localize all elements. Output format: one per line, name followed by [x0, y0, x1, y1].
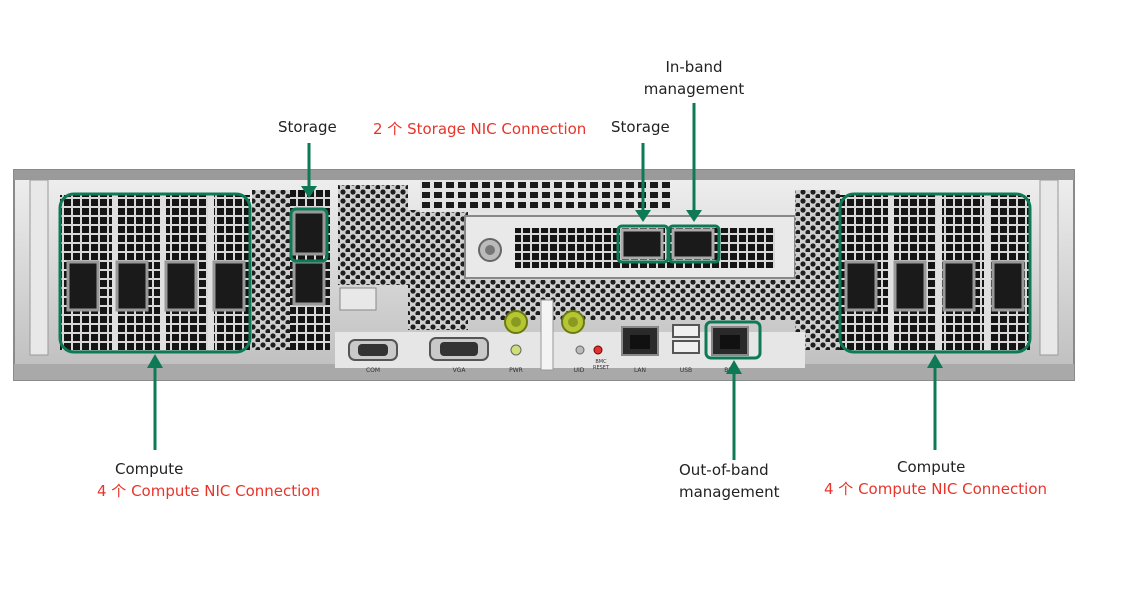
compute-port: [991, 260, 1025, 312]
com-port: [348, 339, 398, 361]
label-storage-right: Storage: [611, 118, 670, 136]
power-button: [504, 310, 528, 356]
inband-line2: management: [643, 80, 745, 98]
label-inband-management: In-band management: [640, 56, 748, 100]
arrow-compute-right: [927, 354, 943, 450]
compute-port: [942, 260, 976, 312]
port-label-lan: LAN: [634, 367, 646, 374]
oob-line1: Out-of-band: [679, 461, 769, 479]
highlight-oob: [704, 320, 762, 360]
arrows: [147, 103, 943, 460]
usb-ports: [672, 324, 700, 354]
label-out-of-band-management: Out-of-band management: [679, 459, 779, 503]
right-pcie-slots: [840, 195, 1030, 350]
label-storage-nic-connection: 2 个 Storage NIC Connection: [373, 120, 587, 138]
left-storage-slot: [290, 190, 330, 350]
port-label-pwr: PWR: [509, 367, 523, 374]
compute-port: [164, 260, 198, 312]
highlights: [58, 192, 1032, 360]
compute-port: [893, 260, 927, 312]
highlight-storage-left: [289, 207, 329, 263]
uid-button: [561, 310, 603, 355]
bmc-port: [711, 326, 749, 356]
highlight-compute-right: [838, 192, 1032, 354]
arrow-storage-left: [301, 143, 317, 198]
port-label-usb: USB: [680, 367, 692, 374]
label-compute-right-nic: 4 个 Compute NIC Connection: [824, 480, 1048, 498]
port-label-vga: VGA: [453, 367, 467, 374]
label-storage-left: Storage: [278, 118, 337, 136]
vent-hex-right: [795, 190, 840, 350]
label-compute-left-nic: 4 个 Compute NIC Connection: [97, 482, 321, 500]
highlight-compute-left: [58, 192, 252, 354]
vga-port: [429, 337, 489, 361]
compute-port: [212, 260, 246, 312]
lan-port: [621, 326, 659, 356]
inband-line1: In-band: [665, 58, 723, 76]
oob-line2: management: [679, 483, 780, 501]
vent-hex-center: [408, 210, 468, 330]
vent-hex-left: [252, 190, 292, 350]
vent-top-center: [420, 180, 670, 212]
arrow-storage-right: [635, 143, 651, 222]
compute-port: [115, 260, 149, 312]
compute-port: [844, 260, 878, 312]
port-label-uid: UID: [574, 367, 585, 374]
compute-port: [66, 260, 100, 312]
label-compute-left: Compute: [115, 460, 184, 478]
port-label-com: COM: [366, 367, 380, 374]
arrow-oob: [726, 360, 742, 460]
arrow-inband: [686, 103, 702, 222]
label-compute-right: Compute: [897, 458, 966, 476]
arrow-compute-left: [147, 354, 163, 450]
highlight-inband: [667, 224, 721, 264]
left-pcie-slots: [60, 195, 250, 350]
psu-area: [338, 185, 408, 311]
